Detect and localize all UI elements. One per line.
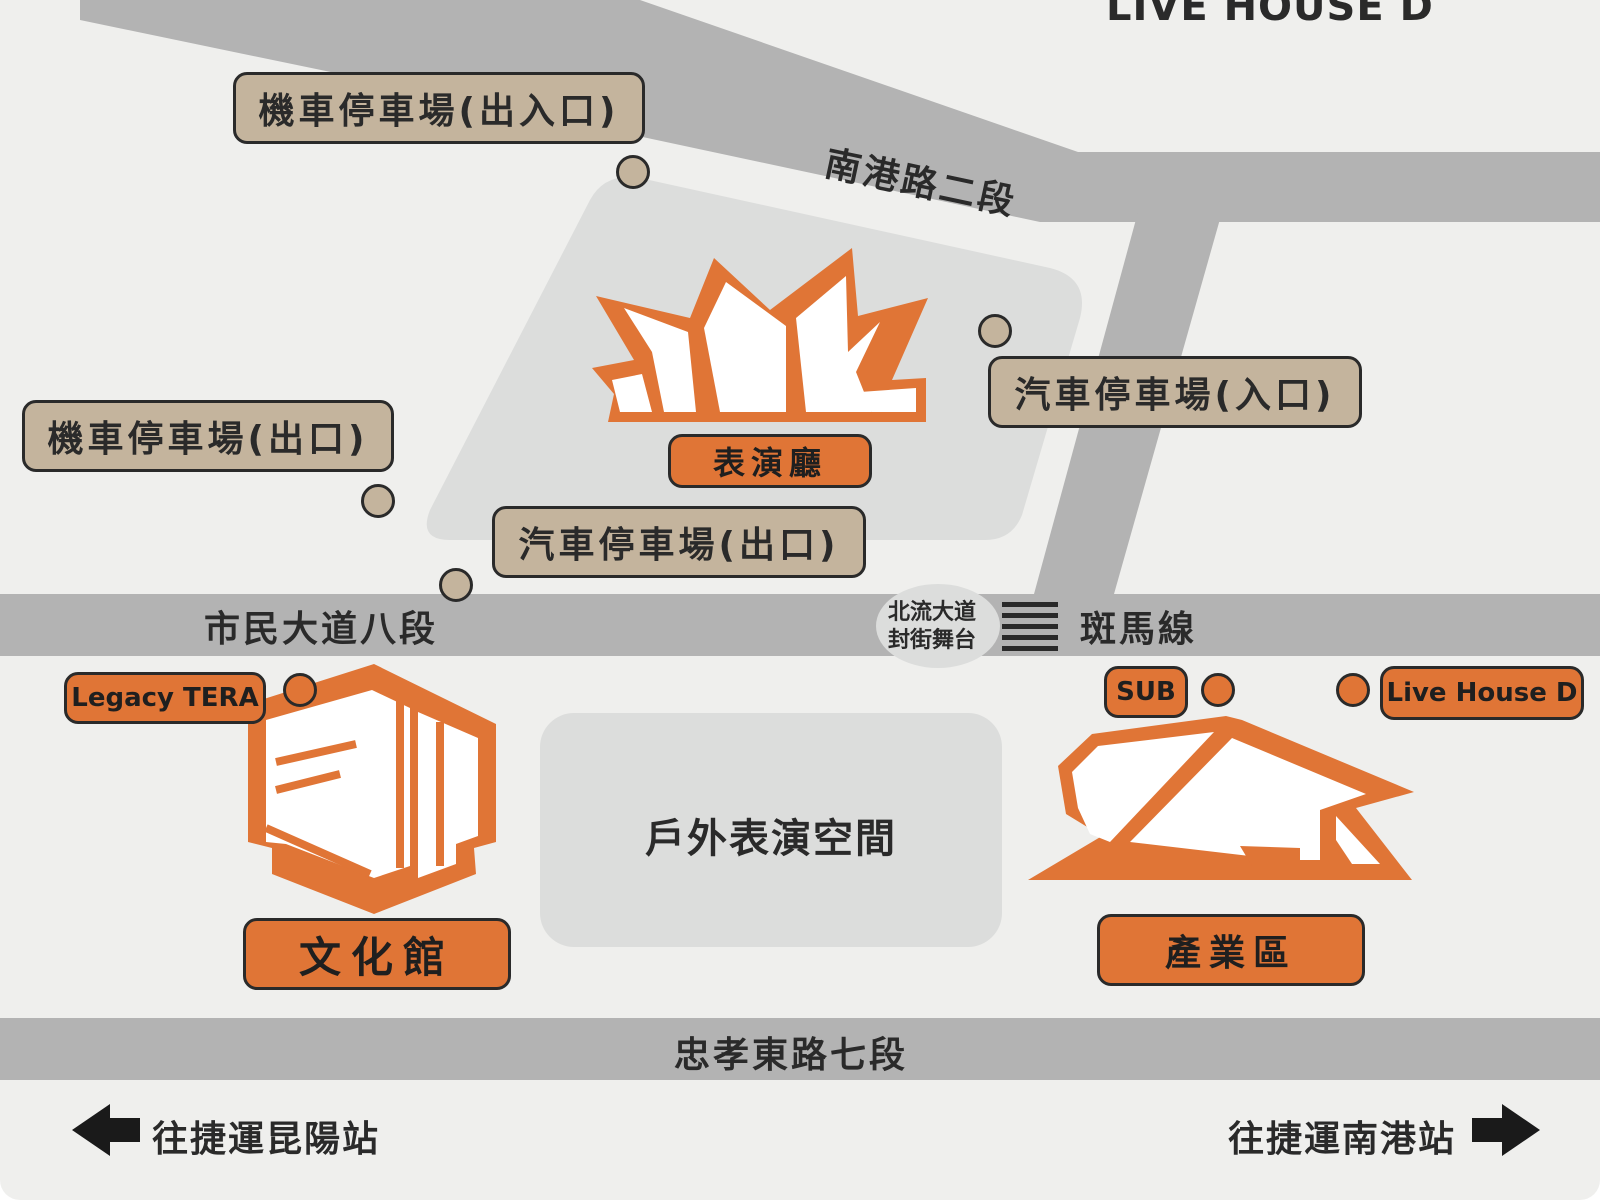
- car-parking-exit-marker[interactable]: [439, 568, 473, 602]
- performance-hall-label[interactable]: 表演廳: [668, 434, 872, 488]
- road-civic-blvd: [0, 594, 1600, 656]
- left-arrow-icon: [72, 1104, 140, 1156]
- moto-parking-entry-exit-marker[interactable]: [616, 155, 650, 189]
- road-label-zhongxiao: 忠孝東路七段: [674, 1035, 909, 1076]
- industry-zone-icon: [1028, 716, 1414, 880]
- live-house-d-top-label: LIVE HOUSE D: [1106, 0, 1434, 30]
- live-house-d-label[interactable]: Live House D: [1380, 666, 1584, 720]
- street-stage-label-line2: 封街舞台: [888, 628, 977, 653]
- culture-hall-icon: [248, 664, 496, 914]
- culture-hall-label[interactable]: 文化館: [243, 918, 511, 990]
- industry-zone-label[interactable]: 產業區: [1097, 914, 1365, 986]
- crosswalk-label: 斑馬線: [1080, 609, 1198, 650]
- road-nangang: [80, 0, 1600, 222]
- direction-right-label: 往捷運南港站: [1228, 1119, 1457, 1160]
- sub-label[interactable]: SUB: [1104, 666, 1188, 718]
- street-stage-label-line1: 北流大道: [888, 600, 977, 625]
- outdoor-space-label: 戶外表演空間: [645, 816, 897, 862]
- moto-parking-entry-exit-label[interactable]: 機車停車場(出入口): [233, 72, 645, 144]
- road-label-civic-blvd: 市民大道八段: [204, 609, 439, 650]
- legacy-tera-label[interactable]: Legacy TERA: [64, 672, 266, 724]
- car-parking-entry-marker[interactable]: [978, 314, 1012, 348]
- moto-parking-exit-label[interactable]: 機車停車場(出口): [22, 400, 394, 472]
- right-arrow-icon: [1472, 1104, 1540, 1156]
- moto-parking-exit-marker[interactable]: [361, 484, 395, 518]
- direction-left-label: 往捷運昆陽站: [152, 1119, 381, 1160]
- car-parking-exit-label[interactable]: 汽車停車場(出口): [492, 506, 866, 578]
- crosswalk-icon: [1002, 602, 1058, 651]
- street-stage-disc: [876, 584, 1000, 668]
- legacy-tera-marker[interactable]: [283, 673, 317, 707]
- live-house-d-marker[interactable]: [1336, 673, 1370, 707]
- sub-marker[interactable]: [1201, 673, 1235, 707]
- performance-hall-icon: [592, 248, 928, 422]
- road-zhongxiao: [0, 1018, 1600, 1080]
- car-parking-entry-label[interactable]: 汽車停車場(入口): [988, 356, 1362, 428]
- outdoor-space-block: [540, 713, 1002, 947]
